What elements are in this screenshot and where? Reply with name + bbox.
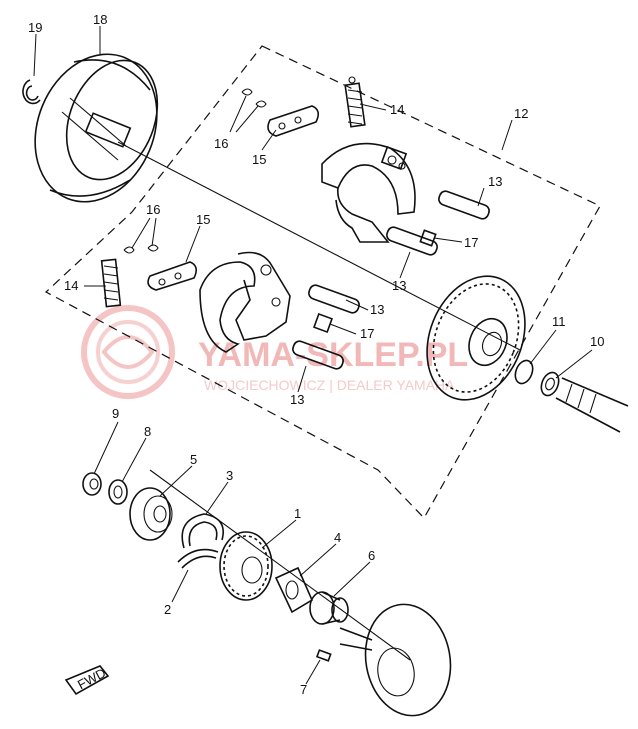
callout-13: 13 [370, 302, 384, 317]
callout-labels: 19 18 16 15 14 12 13 17 13 16 15 14 13 1… [28, 12, 604, 697]
callout-4: 4 [334, 530, 341, 545]
crankshaft-end [555, 377, 629, 433]
lower-clips-part-16 [123, 244, 159, 254]
upper-pins-part-13 [386, 190, 490, 256]
callout-10: 10 [590, 334, 604, 349]
lower-plate-part-15 [147, 261, 198, 291]
fwd-direction-badge: FWD [64, 665, 110, 696]
washer-part-11 [514, 359, 534, 385]
upper-plate-part-15 [267, 105, 320, 137]
watermark-subtitle: WOJCIECHOWICZ | DEALER YAMAHA [204, 377, 455, 393]
callout-16: 16 [146, 202, 160, 217]
callout-2: 2 [164, 602, 171, 617]
callout-17: 17 [360, 326, 374, 341]
callout-8: 8 [144, 424, 151, 439]
washer-part-8 [108, 479, 128, 505]
callout-11: 11 [552, 314, 566, 329]
lower-spring-part-14 [100, 258, 122, 308]
callout-13: 13 [290, 392, 304, 407]
circlip-part-19 [22, 79, 41, 105]
clutch-drum-part-18 [34, 53, 159, 203]
callout-16: 16 [214, 136, 228, 151]
callout-14: 14 [64, 278, 78, 293]
callout-6: 6 [368, 548, 375, 563]
callout-15: 15 [252, 152, 266, 167]
upper-clutch-shoe [321, 142, 416, 243]
primary-driven-gear [426, 275, 526, 401]
center-axis-lines [117, 141, 521, 661]
nut-part-9 [82, 472, 102, 496]
lower-clutch-shoe [199, 251, 291, 353]
upper-spring-part-14 [344, 76, 366, 128]
one-way-clip-part-3 [181, 513, 224, 549]
callout-17: 17 [464, 235, 478, 250]
bushing-part-6 [309, 591, 349, 625]
callout-9: 9 [112, 406, 119, 421]
one-way-clip-part-2 [177, 548, 219, 569]
leader-lines [33, 26, 593, 685]
callout-13: 13 [392, 278, 406, 293]
callout-15: 15 [196, 212, 210, 227]
watermark: YAMA-SKLEP.PL WOJCIECHOWICZ | DEALER YAM… [81, 305, 468, 399]
fwd-badge-text: FWD [75, 665, 108, 692]
callout-18: 18 [93, 12, 107, 27]
callout-19: 19 [28, 20, 42, 35]
crankshaft-flywheel [339, 603, 452, 717]
key-part-7 [315, 649, 332, 662]
callout-1: 1 [294, 506, 301, 521]
lower-nut-part-17 [313, 313, 333, 333]
callout-7: 7 [300, 682, 307, 697]
callout-14: 14 [390, 102, 404, 117]
assembly-boundary-dashed [44, 45, 601, 519]
callout-3: 3 [226, 468, 233, 483]
callout-12: 12 [514, 106, 528, 121]
one-way-housing-part-5 [129, 487, 173, 541]
primary-drive-gear-part-1 [219, 531, 273, 601]
lower-pins-part-13 [292, 284, 360, 370]
nut-part-10 [540, 371, 560, 397]
upper-nut-part-17 [419, 229, 437, 247]
upper-clips-part-16 [241, 88, 267, 108]
callout-13: 13 [488, 174, 502, 189]
callout-5: 5 [190, 452, 197, 467]
